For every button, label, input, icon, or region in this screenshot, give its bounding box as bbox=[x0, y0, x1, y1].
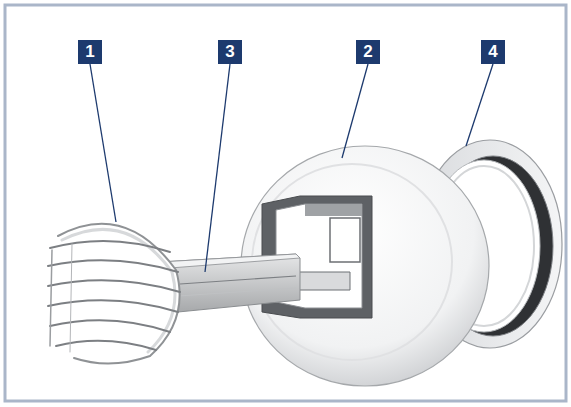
leader-lines bbox=[90, 64, 493, 272]
leader-line bbox=[205, 64, 230, 272]
callout-number: 3 bbox=[218, 40, 242, 64]
slide-part bbox=[160, 254, 300, 312]
grille-part bbox=[48, 224, 180, 364]
leader-line bbox=[466, 64, 493, 146]
callout-number: 2 bbox=[356, 40, 380, 64]
leader-line bbox=[90, 64, 116, 222]
frame bbox=[5, 5, 566, 401]
callout-number: 1 bbox=[78, 40, 102, 64]
leader-line bbox=[342, 64, 368, 158]
callout-number: 4 bbox=[481, 40, 505, 64]
